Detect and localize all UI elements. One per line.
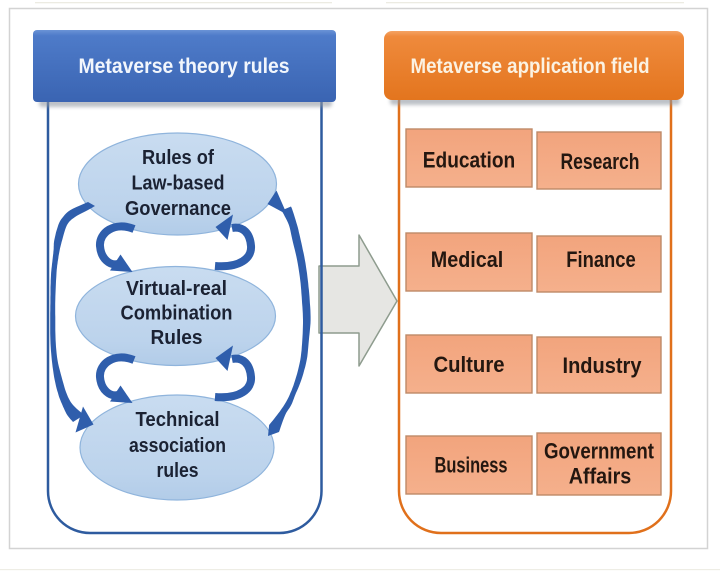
svg-text:Metaverse theory rules: Metaverse theory rules [79, 55, 290, 78]
svg-text:Law-based: Law-based [132, 172, 225, 195]
svg-text:Industry: Industry [563, 353, 643, 378]
svg-text:Culture: Culture [434, 352, 505, 377]
svg-text:Rules of: Rules of [142, 146, 214, 169]
svg-text:Technical: Technical [136, 408, 220, 431]
svg-text:Business: Business [435, 453, 508, 478]
svg-text:Education: Education [423, 148, 516, 173]
svg-text:Finance: Finance [566, 247, 636, 272]
svg-text:Virtual-real: Virtual-real [126, 277, 227, 300]
svg-text:Governance: Governance [125, 197, 231, 220]
svg-text:Research: Research [561, 149, 640, 174]
svg-text:Medical: Medical [431, 247, 504, 272]
svg-text:association: association [129, 434, 226, 457]
svg-text:Rules: Rules [151, 326, 203, 349]
svg-text:Metaverse application field: Metaverse application field [411, 55, 650, 78]
svg-text:rules: rules [157, 459, 199, 482]
svg-text:Affairs: Affairs [569, 464, 632, 489]
svg-text:Combination: Combination [121, 302, 233, 325]
svg-text:Government: Government [544, 439, 655, 464]
